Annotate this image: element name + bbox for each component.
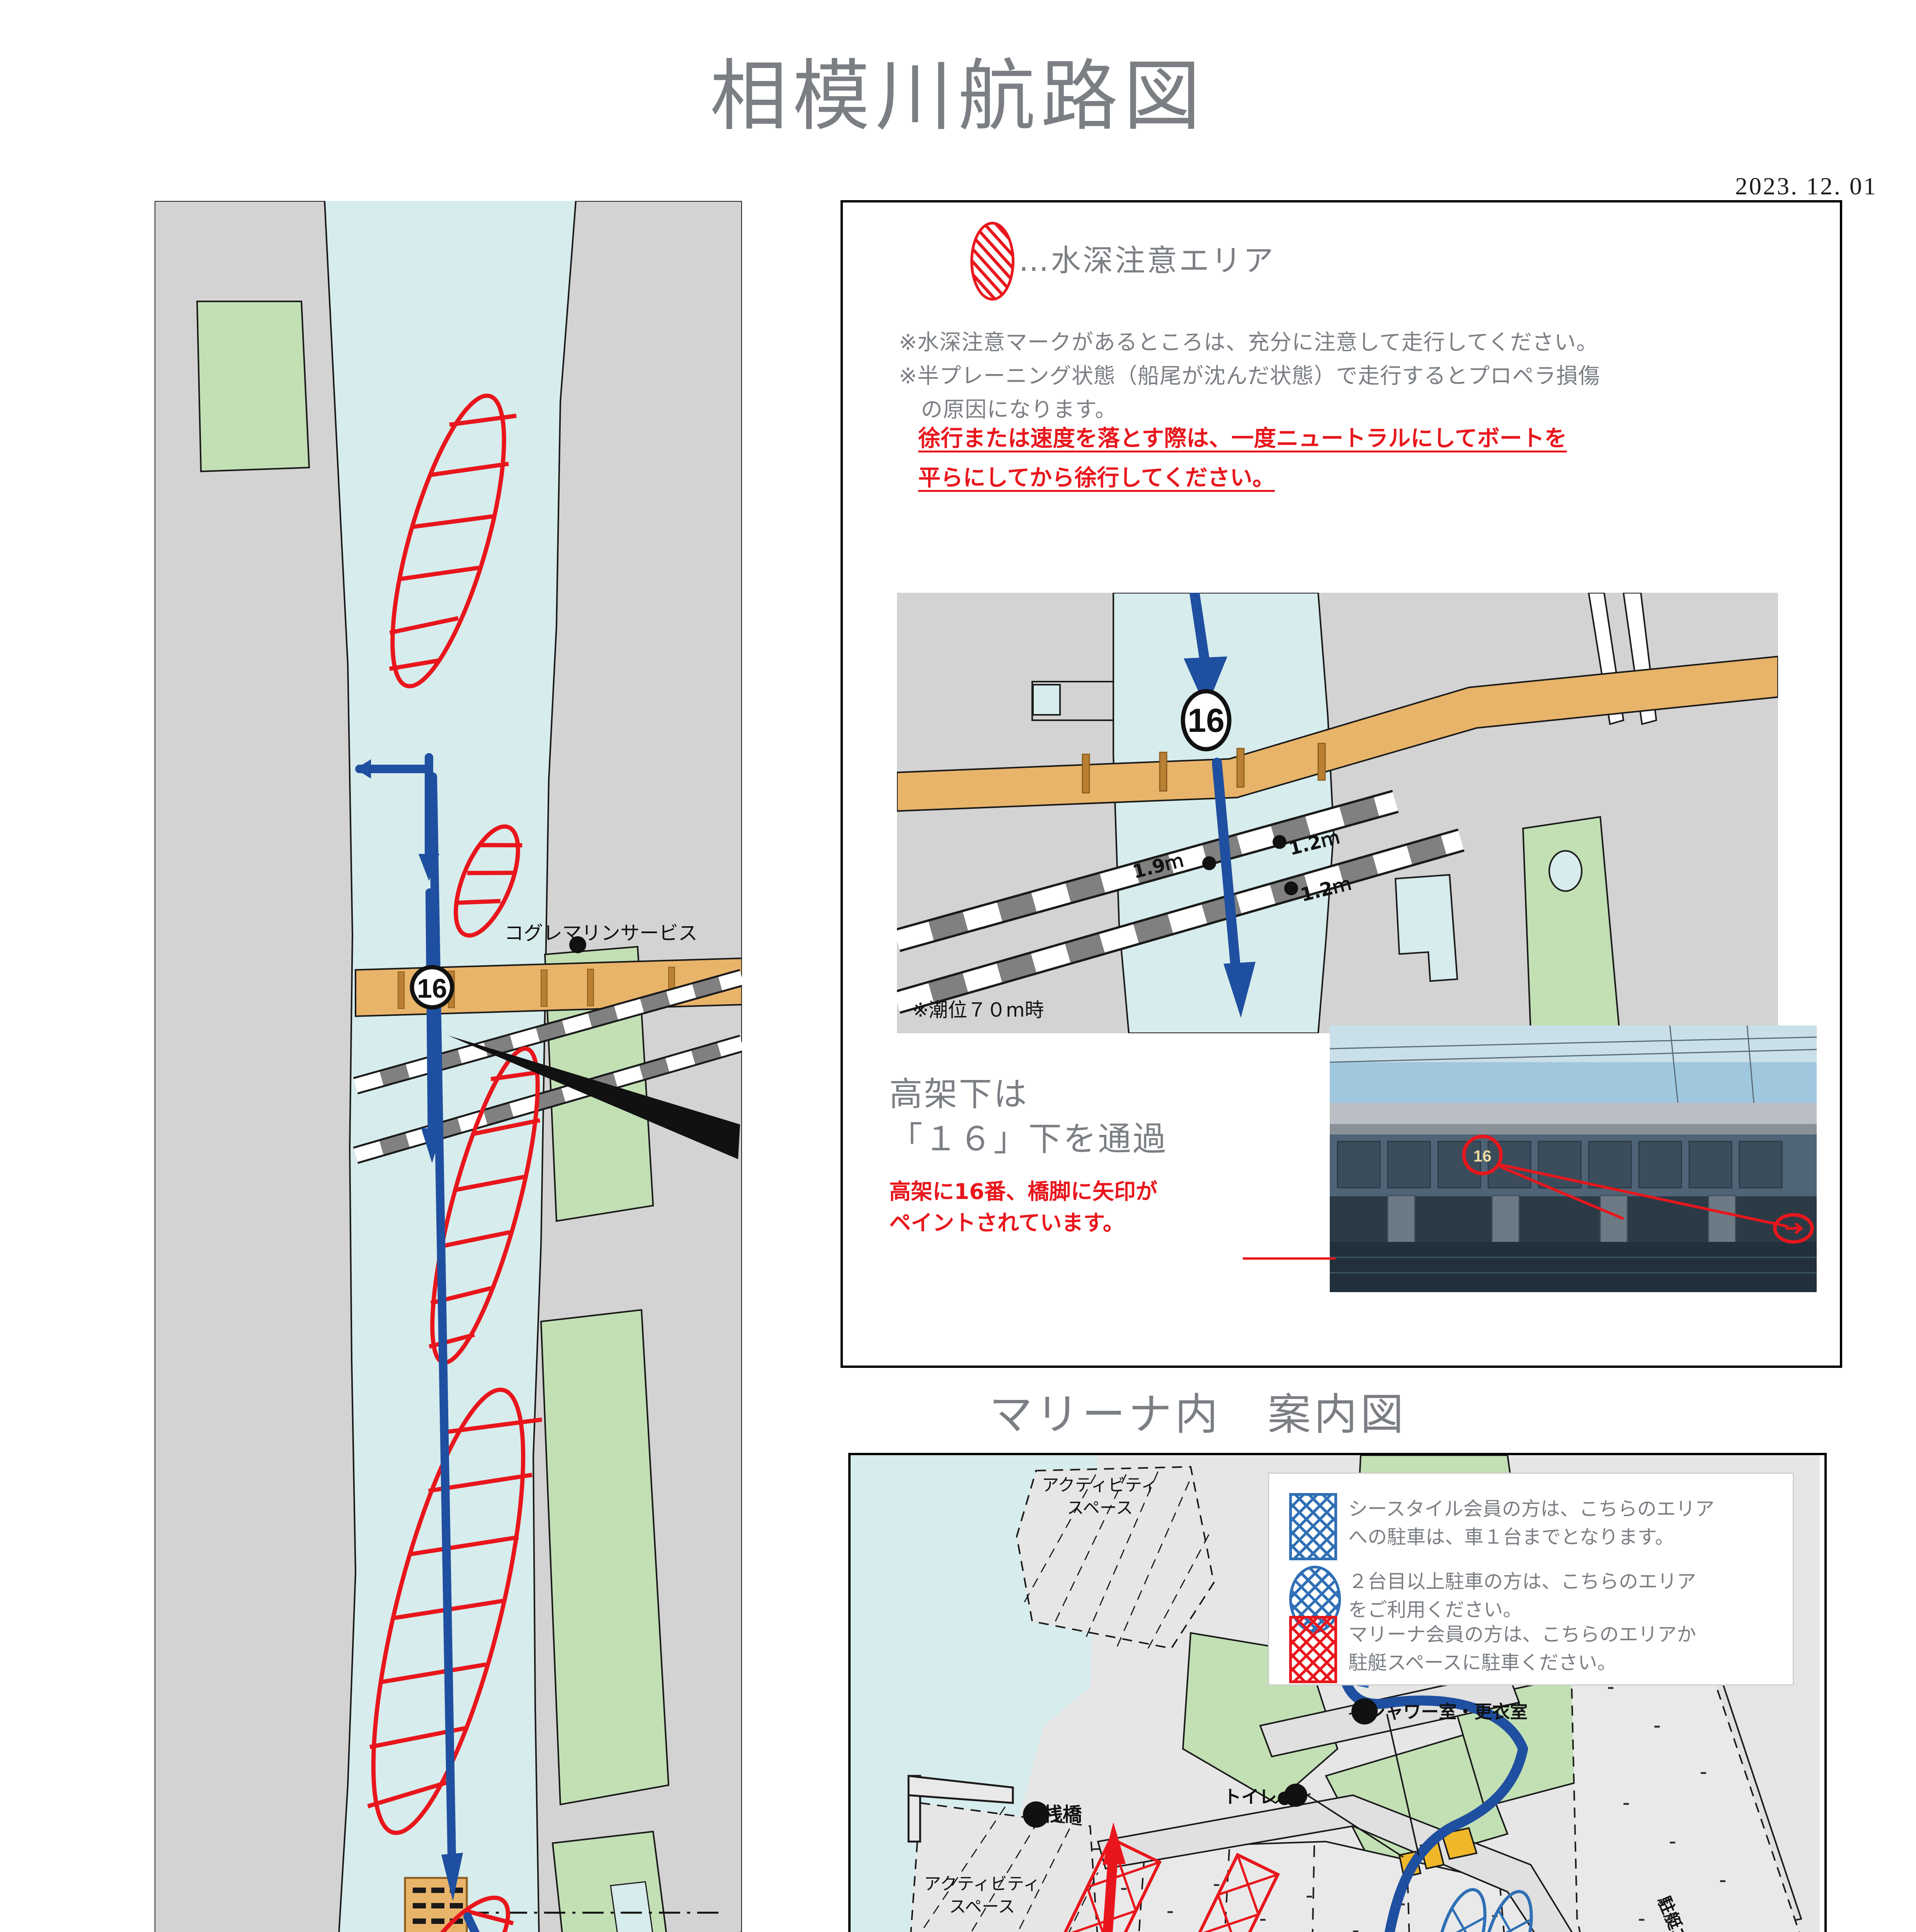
label-activity-space-top: アクティビティ スペース [1042, 1474, 1158, 1520]
bridge-photo: 16 [1330, 1026, 1817, 1292]
label-activity-space-top-l1: アクティビティ [1042, 1475, 1158, 1495]
svg-text:16: 16 [417, 973, 447, 1003]
note-line-1: ※水深注意マークがあるところは、充分に注意して走行してください。 [899, 330, 1598, 355]
legend-text-seastyle: シースタイル会員の方は、こちらのエリア への駐車は、車１台までとなります。 [1348, 1495, 1715, 1551]
legend-text-marina-member: マリーナ会員の方は、こちらのエリアか 駐艇スペースに駐車ください。 [1348, 1621, 1696, 1677]
tide-level-note: ※潮位７０m時 [912, 999, 1044, 1021]
marina-map-heading: マリーナ内 案内図 [989, 1389, 1407, 1440]
overpass-heading: 高架下は 「１６」下を通過 [889, 1072, 1167, 1162]
svg-text:16: 16 [1474, 1147, 1492, 1165]
bridge-detail-svg: 16 [897, 593, 1778, 1033]
overpass-heading-line1: 高架下は [889, 1075, 1028, 1114]
bridge-detail-map[interactable]: 16 1.9ｍ 1.2ｍ 1.2ｍ ※潮位７０m時 [897, 593, 1778, 1033]
legend-text-seastyle-l2: への駐車は、車１台までとなります。 [1348, 1526, 1674, 1548]
river-route-map[interactable]: 16 国道１号線 ＪＲ線 １３４号線 コグレマリンサービス ●茶色いマンション … [155, 201, 742, 1932]
marina-legend-box: シースタイル会員の方は、こちらのエリア への駐車は、車１台までとなります。 ２台… [1268, 1473, 1794, 1685]
bridge-photo-svg: 16 [1330, 1026, 1817, 1292]
note-line-3: の原因になります。 [899, 397, 1117, 422]
speed-warning-line-2: 平らにしてから徐行してください。 [918, 464, 1275, 491]
brown-mansion-icon [404, 1877, 468, 1932]
marina-guide-map[interactable]: アクティビティ スペース アクティビティ スペース ●桟橋 ●シャワー室・更衣室… [848, 1453, 1827, 1932]
label-activity-space-left-l2: スペース [949, 1897, 1015, 1917]
bridge-16-marker: 16 [410, 965, 454, 1010]
overpass-paint-note-line2: ペイントされています。 [889, 1211, 1125, 1236]
speed-warning-line-1: 徐行または速度を落とす際は、一度ニュートラルにしてボートを [918, 425, 1567, 451]
route-arrows-blue [355, 753, 480, 1932]
depth-caution-notes: ※水深注意マークがあるところは、充分に注意して走行してください。 ※半プレーニン… [899, 326, 1600, 427]
label-kogure-marine-service: コグレマリンサービス [504, 922, 698, 944]
depth-caution-legend-swatch [970, 222, 1014, 301]
legend-text-second-car-l2: をご利用ください。 [1348, 1598, 1522, 1621]
label-activity-space-top-l2: スペース [1067, 1498, 1133, 1518]
label-activity-space-left-l1: アクティビティ [924, 1874, 1040, 1894]
legend-text-marina-member-l1: マリーナ会員の方は、こちらのエリアか [1348, 1623, 1696, 1646]
legend-text-seastyle-l1: シースタイル会員の方は、こちらのエリア [1348, 1498, 1715, 1520]
overpass-heading-line2: 「１６」下を通過 [889, 1120, 1167, 1159]
note-line-2: ※半プレーニング状態（船尾が沈んだ状態）で走行するとプロペラ損傷 [899, 363, 1600, 389]
label-shower-changing-room: ●シャワー室・更衣室 [1352, 1701, 1528, 1722]
legend-swatch-seastyle [1289, 1493, 1337, 1560]
label-activity-space-left: アクティビティ スペース [924, 1872, 1040, 1918]
label-pier: ●桟橋 [1026, 1803, 1082, 1826]
river-map-svg: 16 [155, 201, 742, 1932]
legend-text-second-car: ２台目以上駐車の方は、こちらのエリア をご利用ください。 [1348, 1568, 1696, 1624]
legend-text-marina-member-l2: 駐艇スペースに駐車ください。 [1348, 1651, 1617, 1674]
legend-swatch-marina-member [1289, 1616, 1337, 1683]
label-toilet: トイレ● [1223, 1786, 1293, 1807]
document-date: 2023. 12. 01 [1735, 172, 1877, 200]
overpass-paint-note-line1: 高架に16番、橋脚に矢印が [889, 1179, 1157, 1204]
svg-text:16: 16 [1188, 702, 1225, 739]
overpass-paint-note: 高架に16番、橋脚に矢印が ペイントされています。 [889, 1176, 1157, 1239]
page-title: 相模川航路図 [710, 51, 1206, 141]
depth-caution-panel: …水深注意エリア ※水深注意マークがあるところは、充分に注意して走行してください… [841, 200, 1842, 1368]
photo-leader-line [1243, 1257, 1336, 1260]
legend-text-second-car-l1: ２台目以上駐車の方は、こちらのエリア [1348, 1570, 1696, 1593]
speed-warning: 徐行または速度を落とす際は、一度ニュートラルにしてボートを 平らにしてから徐行し… [918, 419, 1567, 497]
depth-caution-legend-label: …水深注意エリア [1019, 243, 1276, 278]
